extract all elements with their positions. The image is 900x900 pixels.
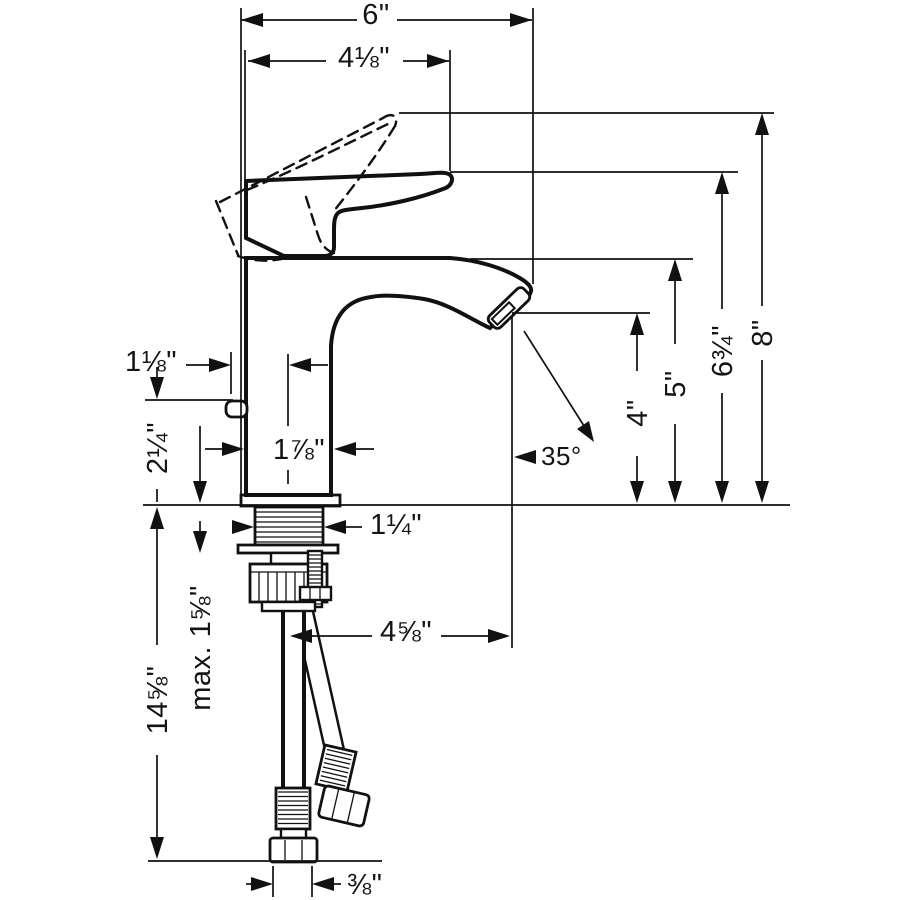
dimension-max-deck-thickness: max. 1⅝" bbox=[185, 426, 217, 711]
dim-label-aerator-angle: 35° bbox=[541, 441, 582, 471]
popup-rod-knob bbox=[224, 399, 249, 419]
dim-label-popup-rod-offset: 1⅛" bbox=[125, 346, 177, 378]
dimension-shank-diameter: 1¼" bbox=[232, 509, 422, 541]
dim-label-height-handle-raised: 8" bbox=[747, 319, 779, 346]
dim-label-hose-length: 14⅝" bbox=[142, 666, 174, 735]
faucet-handle-raised-dashed bbox=[214, 114, 398, 262]
dim-label-popup-rod-height: 2¼" bbox=[142, 422, 174, 474]
dimension-popup-rod-offset: 1⅛" bbox=[125, 346, 328, 484]
hose-connector-nut bbox=[317, 784, 371, 828]
dim-label-overall-depth: 6" bbox=[362, 0, 389, 31]
hose-braided-coupler bbox=[314, 743, 358, 793]
dimension-height-spout-top: 5" bbox=[470, 258, 693, 503]
faucet-handle bbox=[244, 170, 454, 258]
supply-hose-straight bbox=[268, 609, 319, 864]
dimension-aerator-angle: 35° bbox=[511, 316, 594, 648]
hose-connector-nut bbox=[268, 836, 319, 864]
dimension-height-outlet: 4" bbox=[512, 312, 654, 503]
dimension-connection-size: ⅜" bbox=[246, 866, 382, 900]
dim-label-height-spout-top: 5" bbox=[660, 370, 692, 397]
mounting-nut bbox=[248, 549, 333, 613]
dim-label-max-deck-thickness: max. 1⅝" bbox=[185, 585, 217, 711]
dimension-body-depth: 1⅞" bbox=[205, 434, 374, 466]
faucet-body bbox=[244, 256, 534, 497]
dimension-height-handle: 6¾" bbox=[450, 171, 739, 503]
dim-label-connection-size: ⅜" bbox=[347, 869, 382, 900]
dim-label-height-handle: 6¾" bbox=[707, 325, 739, 377]
dim-label-spout-reach: 4⅛" bbox=[338, 42, 390, 74]
dimension-height-handle-raised: 8" bbox=[399, 112, 779, 503]
dimension-spout-reach: 4⅛" bbox=[244, 42, 451, 180]
hose-braided-coupler bbox=[274, 786, 312, 831]
dim-label-body-depth: 1⅞" bbox=[273, 434, 325, 466]
dimension-hose-length: 14⅝" bbox=[142, 507, 174, 859]
dimension-popup-rod-height: 2¼" bbox=[142, 367, 233, 502]
dimension-outlet-horizontal-reach: 4⅝" bbox=[290, 616, 510, 648]
dim-label-outlet-horizontal-reach: 4⅝" bbox=[380, 616, 432, 648]
dim-label-shank-diameter: 1¼" bbox=[370, 509, 422, 541]
dim-label-height-outlet: 4" bbox=[622, 399, 654, 426]
supply-hose-angled bbox=[292, 606, 371, 828]
dimension-overall-depth: 6" bbox=[240, 0, 534, 495]
